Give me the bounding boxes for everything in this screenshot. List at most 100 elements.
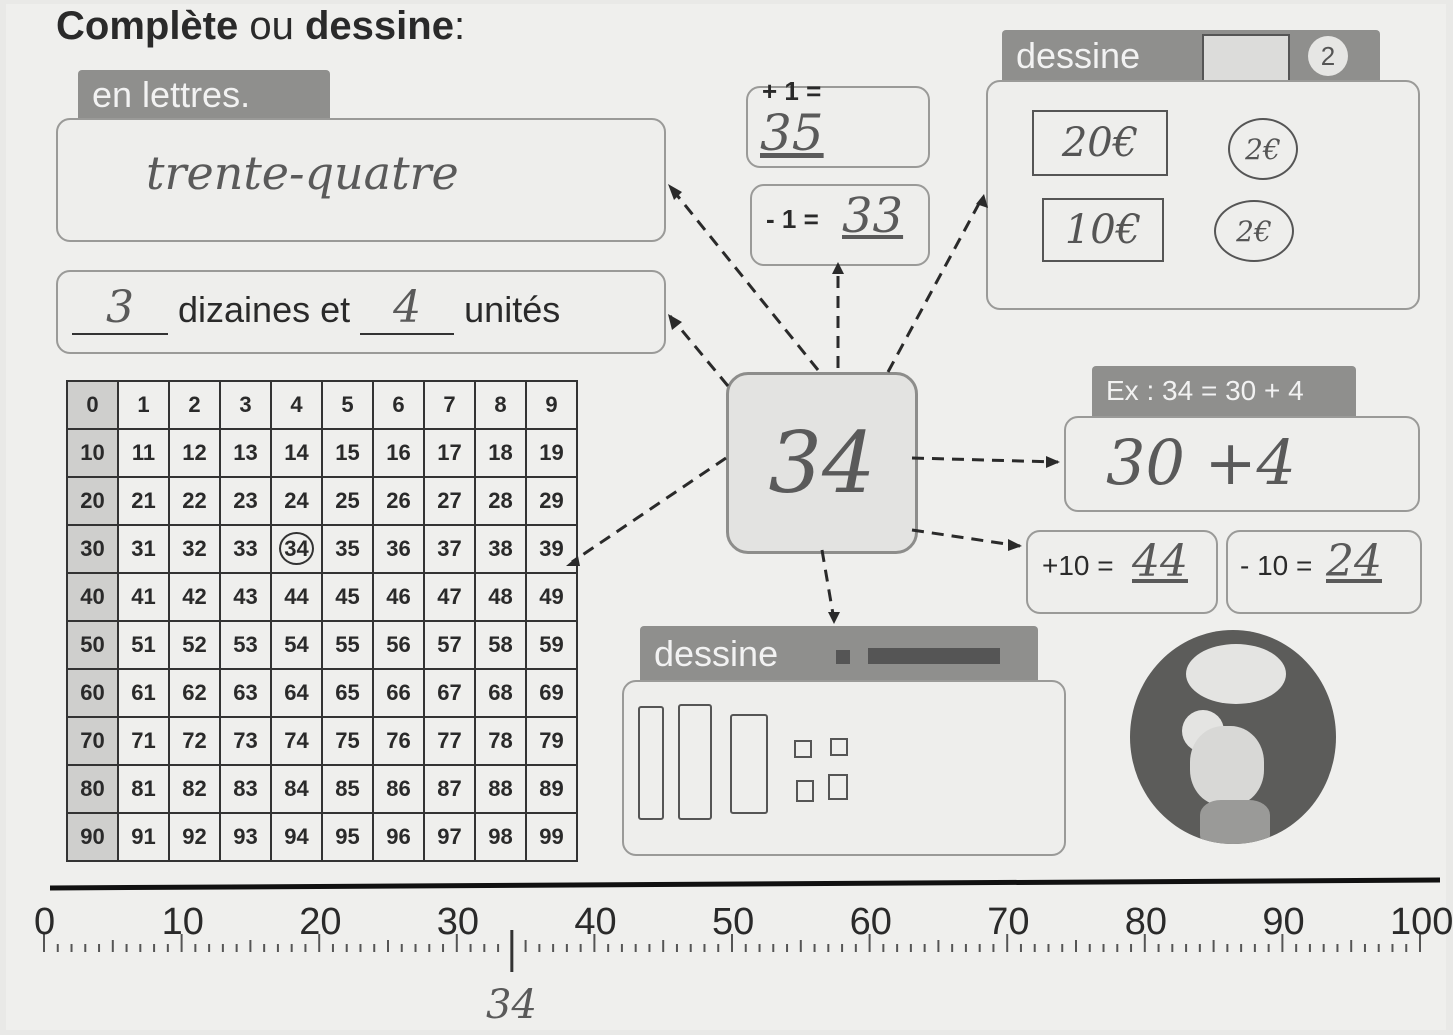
grid-cell[interactable]: 30 (66, 524, 119, 574)
grid-cell[interactable]: 2 (168, 380, 221, 430)
grid-cell[interactable]: 59 (525, 620, 578, 670)
grid-cell[interactable]: 47 (423, 572, 476, 622)
grid-cell[interactable]: 46 (372, 572, 425, 622)
grid-cell[interactable]: 67 (423, 668, 476, 718)
letters-box[interactable]: trente-quatre (56, 118, 666, 242)
grid-cell[interactable]: 13 (219, 428, 272, 478)
grid-cell[interactable]: 97 (423, 812, 476, 862)
grid-cell[interactable]: 49 (525, 572, 578, 622)
grid-cell[interactable]: 82 (168, 764, 221, 814)
units-answer[interactable]: 4 (360, 282, 455, 335)
grid-cell[interactable]: 38 (474, 524, 527, 574)
grid-cell[interactable]: 8 (474, 380, 527, 430)
grid-cell[interactable]: 53 (219, 620, 272, 670)
grid-cell[interactable]: 26 (372, 476, 425, 526)
grid-cell[interactable]: 27 (423, 476, 476, 526)
grid-cell[interactable]: 75 (321, 716, 374, 766)
grid-cell[interactable]: 63 (219, 668, 272, 718)
decomposition-box[interactable]: 30 +4 (1064, 416, 1420, 512)
draw-money-box[interactable]: 20€ 2€ 10€ 2€ (986, 80, 1420, 310)
grid-cell[interactable]: 4 (270, 380, 323, 430)
grid-cell[interactable]: 14 (270, 428, 323, 478)
grid-cell[interactable]: 52 (168, 620, 221, 670)
grid-cell[interactable]: 37 (423, 524, 476, 574)
grid-cell[interactable]: 22 (168, 476, 221, 526)
grid-cell[interactable]: 34 (270, 524, 323, 574)
grid-cell[interactable]: 7 (423, 380, 476, 430)
grid-cell[interactable]: 66 (372, 668, 425, 718)
grid-cell[interactable]: 78 (474, 716, 527, 766)
grid-cell[interactable]: 74 (270, 716, 323, 766)
grid-cell[interactable]: 94 (270, 812, 323, 862)
grid-cell[interactable]: 21 (117, 476, 170, 526)
grid-cell[interactable]: 35 (321, 524, 374, 574)
grid-cell[interactable]: 51 (117, 620, 170, 670)
grid-cell[interactable]: 39 (525, 524, 578, 574)
grid-cell[interactable]: 58 (474, 620, 527, 670)
grid-cell[interactable]: 87 (423, 764, 476, 814)
grid-cell[interactable]: 42 (168, 572, 221, 622)
grid-cell[interactable]: 71 (117, 716, 170, 766)
grid-cell[interactable]: 28 (474, 476, 527, 526)
grid-cell[interactable]: 11 (117, 428, 170, 478)
grid-cell[interactable]: 60 (66, 668, 119, 718)
grid-cell[interactable]: 6 (372, 380, 425, 430)
minus-ten-box[interactable]: - 10 = 24 (1226, 530, 1422, 614)
grid-cell[interactable]: 1 (117, 380, 170, 430)
tens-answer[interactable]: 3 (72, 282, 168, 335)
grid-cell[interactable]: 56 (372, 620, 425, 670)
plus-one-box[interactable]: + 1 = 35 (746, 76, 930, 168)
grid-cell[interactable]: 68 (474, 668, 527, 718)
grid-cell[interactable]: 64 (270, 668, 323, 718)
grid-cell[interactable]: 61 (117, 668, 170, 718)
grid-cell[interactable]: 55 (321, 620, 374, 670)
grid-cell[interactable]: 92 (168, 812, 221, 862)
grid-cell[interactable]: 72 (168, 716, 221, 766)
grid-cell[interactable]: 32 (168, 524, 221, 574)
grid-cell[interactable]: 43 (219, 572, 272, 622)
grid-cell[interactable]: 95 (321, 812, 374, 862)
grid-cell[interactable]: 69 (525, 668, 578, 718)
grid-cell[interactable]: 20 (66, 476, 119, 526)
grid-cell[interactable]: 90 (66, 812, 119, 862)
grid-cell[interactable]: 3 (219, 380, 272, 430)
grid-cell[interactable]: 93 (219, 812, 272, 862)
grid-cell[interactable]: 85 (321, 764, 374, 814)
grid-cell[interactable]: 9 (525, 380, 578, 430)
grid-cell[interactable]: 62 (168, 668, 221, 718)
grid-cell[interactable]: 12 (168, 428, 221, 478)
grid-cell[interactable]: 73 (219, 716, 272, 766)
tens-units-box[interactable]: 3 dizaines et 4 unités (56, 270, 666, 354)
grid-cell[interactable]: 36 (372, 524, 425, 574)
grid-cell[interactable]: 44 (270, 572, 323, 622)
grid-cell[interactable]: 0 (66, 380, 119, 430)
grid-cell[interactable]: 18 (474, 428, 527, 478)
grid-cell[interactable]: 15 (321, 428, 374, 478)
grid-cell[interactable]: 23 (219, 476, 272, 526)
grid-cell[interactable]: 24 (270, 476, 323, 526)
grid-cell[interactable]: 5 (321, 380, 374, 430)
grid-cell[interactable]: 17 (423, 428, 476, 478)
grid-cell[interactable]: 57 (423, 620, 476, 670)
grid-cell[interactable]: 89 (525, 764, 578, 814)
grid-cell[interactable]: 54 (270, 620, 323, 670)
grid-cell[interactable]: 86 (372, 764, 425, 814)
grid-cell[interactable]: 88 (474, 764, 527, 814)
grid-cell[interactable]: 77 (423, 716, 476, 766)
grid-cell[interactable]: 16 (372, 428, 425, 478)
grid-cell[interactable]: 65 (321, 668, 374, 718)
grid-cell[interactable]: 79 (525, 716, 578, 766)
grid-cell[interactable]: 33 (219, 524, 272, 574)
grid-cell[interactable]: 40 (66, 572, 119, 622)
grid-cell[interactable]: 70 (66, 716, 119, 766)
grid-cell[interactable]: 31 (117, 524, 170, 574)
grid-cell[interactable]: 25 (321, 476, 374, 526)
grid-cell[interactable]: 81 (117, 764, 170, 814)
grid-cell[interactable]: 41 (117, 572, 170, 622)
grid-cell[interactable]: 98 (474, 812, 527, 862)
grid-cell[interactable]: 80 (66, 764, 119, 814)
grid-cell[interactable]: 99 (525, 812, 578, 862)
grid-cell[interactable]: 50 (66, 620, 119, 670)
grid-cell[interactable]: 10 (66, 428, 119, 478)
grid-cell[interactable]: 45 (321, 572, 374, 622)
